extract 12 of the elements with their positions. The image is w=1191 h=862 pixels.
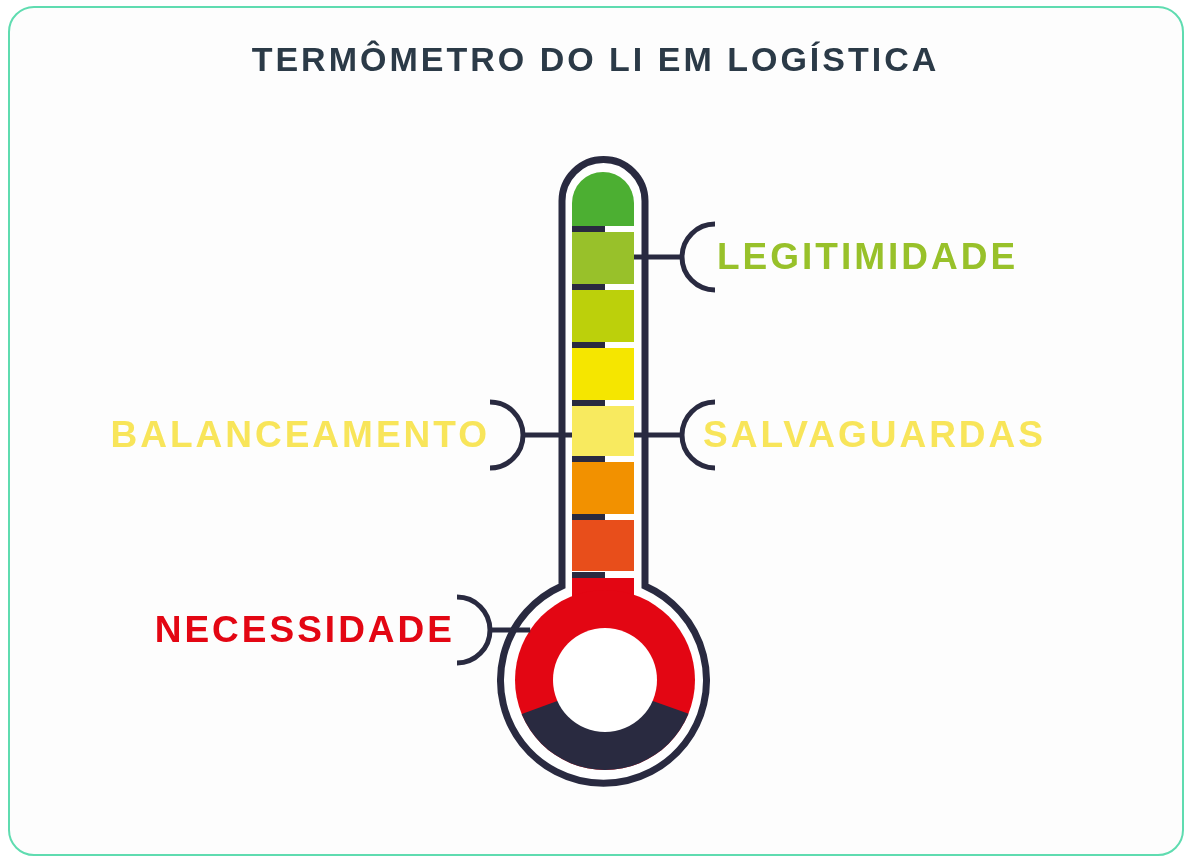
title: TERMÔMETRO DO LI EM LOGÍSTICA [250, 40, 941, 79]
thermometer-bulb [515, 578, 695, 770]
leader-line [634, 432, 682, 438]
color-band [572, 232, 634, 284]
label-text: BALANCEAMENTO [110, 413, 490, 457]
leader-line [490, 627, 531, 633]
leader-line [523, 432, 572, 438]
label-text: SALVAGUARDAS [703, 413, 1046, 457]
color-band [572, 406, 634, 456]
leader-line [634, 254, 682, 260]
label-text: NECESSIDADE [154, 608, 455, 652]
label-text: LEGITIMIDADE [717, 235, 1019, 279]
